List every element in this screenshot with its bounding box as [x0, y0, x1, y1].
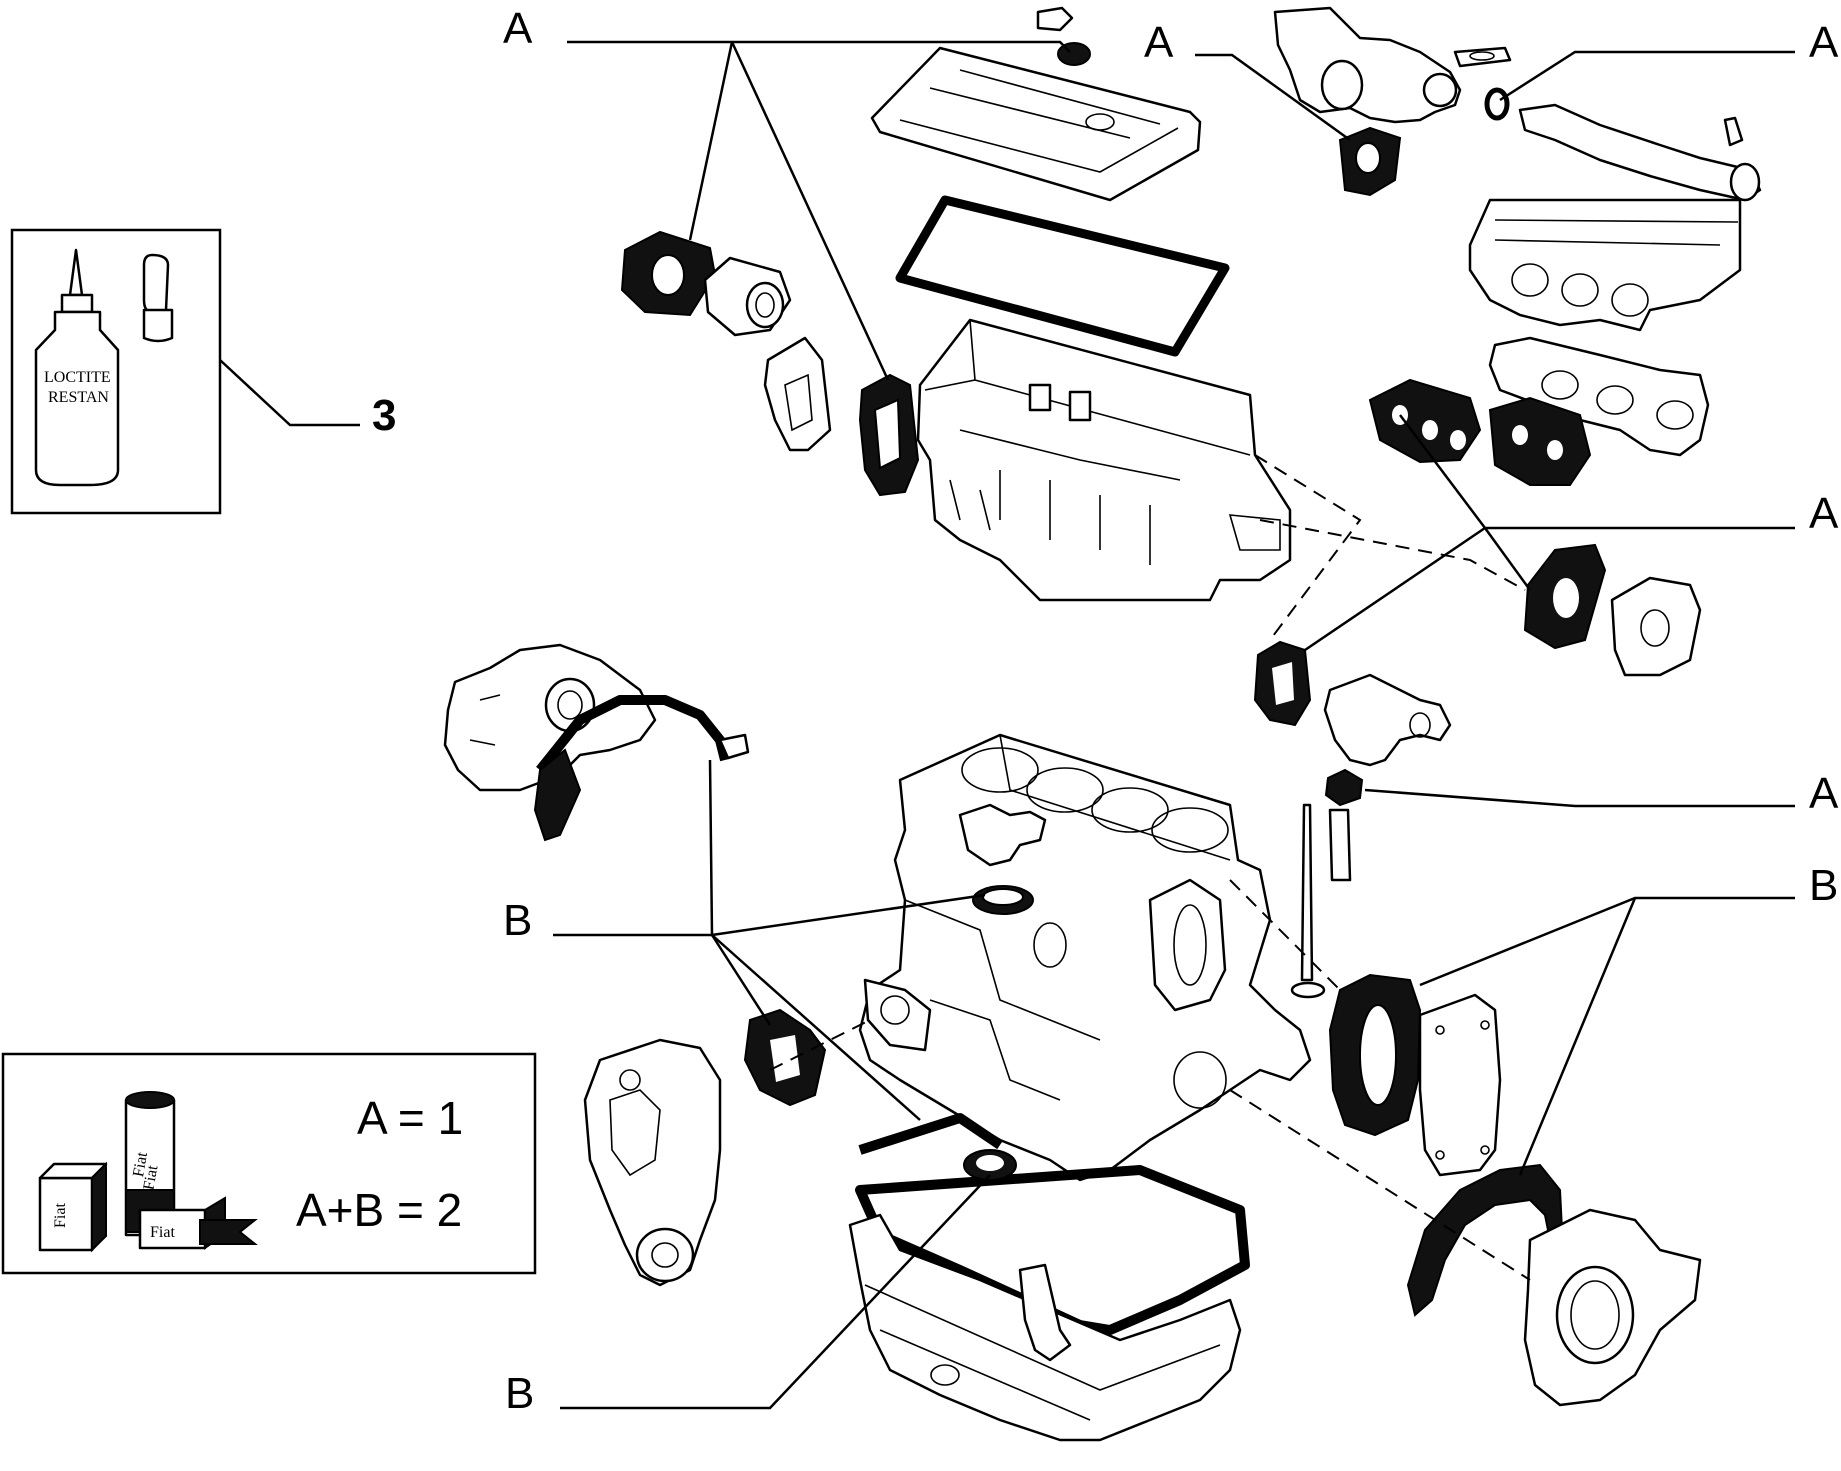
item-3-label: 3 — [372, 391, 396, 440]
oil-filler-cap — [1036, 6, 1074, 32]
item-3-leader — [219, 359, 360, 427]
alignment-lines — [769, 454, 1531, 1281]
oil-pan-group — [848, 1113, 1250, 1442]
oil-filter-mount — [958, 803, 1047, 867]
water-pump-housing — [1273, 6, 1462, 124]
leader-lines — [553, 40, 1795, 1410]
pipe-o-ring — [1484, 87, 1510, 121]
valve — [1300, 803, 1314, 982]
legend-line-1: A = 1 — [357, 1092, 463, 1144]
top-right-parts — [1273, 6, 1762, 202]
cylinder-bore-2 — [1026, 767, 1104, 813]
cylinder-bore-1 — [961, 747, 1039, 793]
callout-a-top-mid: A — [1144, 18, 1174, 67]
legend-frame — [1, 1052, 537, 1275]
callout-b-right: B — [1809, 861, 1838, 910]
pack-label-4: Fiat — [150, 1224, 175, 1241]
valve-cover — [870, 46, 1202, 202]
exhaust-manifold — [1368, 336, 1710, 677]
intake-gasket-right — [1488, 396, 1592, 486]
oil-pan-gasket — [855, 1113, 1250, 1335]
block-front-face — [863, 978, 932, 1052]
front-oil-pump-cover — [443, 643, 750, 842]
legend-line-2: A+B = 2 — [296, 1184, 462, 1236]
coolant-outlet-housing — [1323, 673, 1452, 767]
rear-cover-plate — [1418, 993, 1502, 1177]
fiat-packs-icon: Fiat Fiat Fiat Fiat — [38, 1091, 258, 1253]
mid-thermostat-parts — [1253, 640, 1452, 999]
callout-a-top-left: A — [503, 4, 533, 53]
exhaust-elbow — [1610, 576, 1702, 677]
head-left-parts — [620, 230, 920, 497]
callout-b-left: B — [503, 896, 532, 945]
pack-label-1: Fiat — [52, 1203, 69, 1228]
callout-b-bottom: B — [505, 1369, 534, 1418]
cylinder-bore-3 — [1091, 787, 1169, 833]
engine-block — [858, 733, 1312, 1182]
pack-label-3: Fiat — [140, 1163, 161, 1191]
sealant-box-frame — [10, 228, 222, 515]
bottle-cap-icon — [142, 253, 174, 343]
callout-a-top-right: A — [1809, 18, 1839, 67]
intake-manifold — [1468, 198, 1742, 332]
block-side-port — [1148, 878, 1227, 1012]
valve-cover-gasket — [895, 195, 1230, 357]
timing-case-cover — [583, 1008, 827, 1287]
callout-a-mid-right: A — [1809, 489, 1839, 538]
cylinder-head — [916, 318, 1292, 602]
rear-cover-group — [1328, 973, 1702, 1407]
callout-a-lower-right: A — [1809, 769, 1839, 818]
bottle-label-1: LOCTITE — [44, 369, 111, 386]
valve-cover-group — [870, 6, 1230, 357]
callout-letters: A A A A A B B B — [503, 4, 1839, 1418]
water-outlet-cover — [763, 336, 832, 452]
pack-label-2: Fiat — [130, 1150, 151, 1178]
cylinder-bore-4 — [1151, 807, 1229, 853]
sealant-bottle-icon: LOCTITE RESTAN — [34, 248, 120, 487]
oil-pickup-tube — [1018, 1263, 1072, 1362]
legend-box: Fiat Fiat Fiat Fiat A = 1 A+B = 2 — [1, 1052, 537, 1275]
bottle-label-2: RESTAN — [48, 389, 109, 406]
valve-guide — [1328, 808, 1352, 882]
sealant-product-box: LOCTITE RESTAN 3 — [10, 228, 396, 515]
rear-seal-carrier-gasket — [1406, 1163, 1564, 1317]
valve-stem-seal — [1324, 768, 1364, 807]
